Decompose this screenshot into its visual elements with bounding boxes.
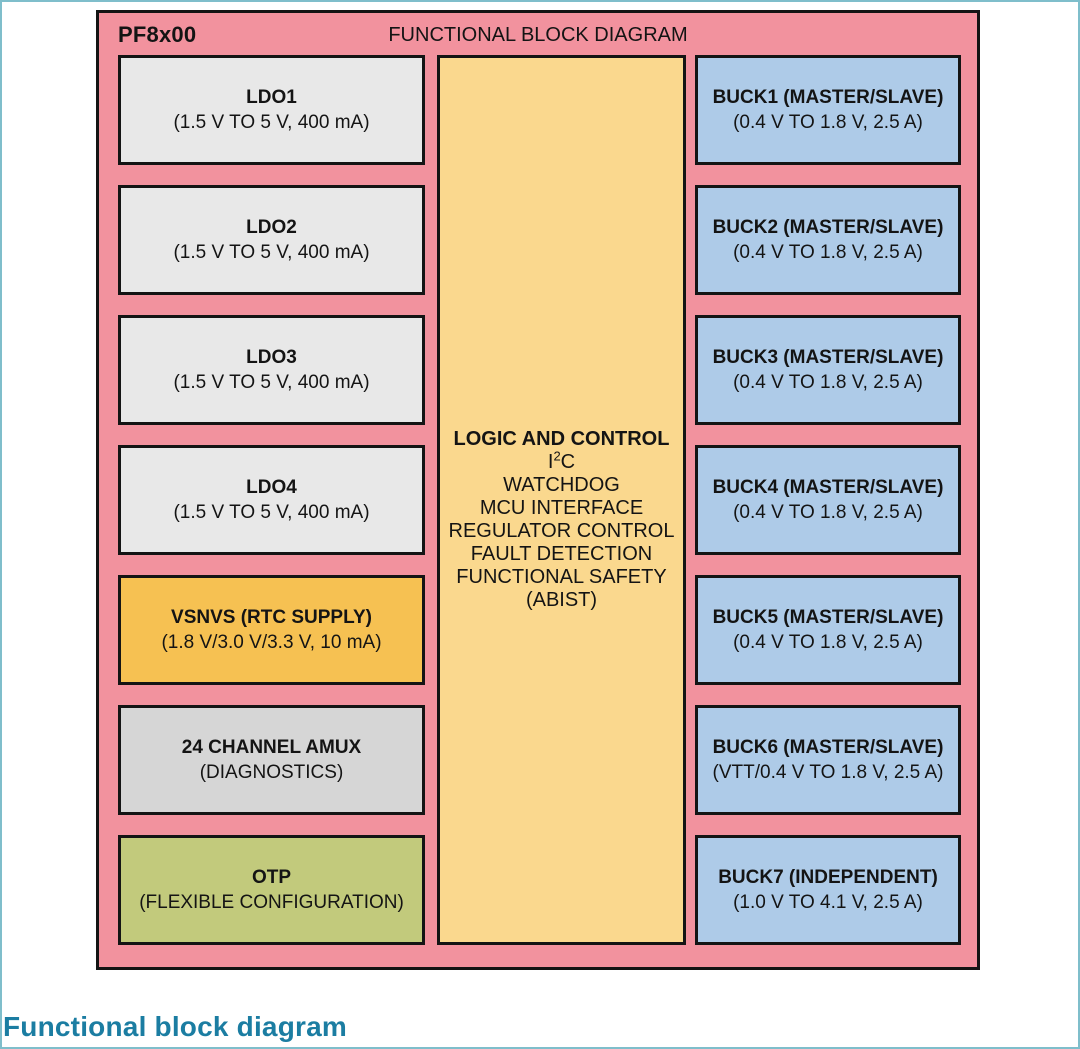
block-title: LDO4 — [246, 477, 297, 498]
i2c-superscript: 2 — [553, 448, 561, 464]
block-buck2: BUCK2 (MASTER/SLAVE) (0.4 V TO 1.8 V, 2.… — [695, 185, 961, 295]
functional-block-diagram: PF8x00 FUNCTIONAL BLOCK DIAGRAM LDO1 (1.… — [96, 10, 980, 970]
block-subtitle: (0.4 V TO 1.8 V, 2.5 A) — [733, 372, 923, 393]
block-ldo2: LDO2 (1.5 V TO 5 V, 400 mA) — [118, 185, 425, 295]
block-subtitle: (0.4 V TO 1.8 V, 2.5 A) — [733, 502, 923, 523]
block-title: VSNVS (RTC SUPPLY) — [171, 607, 372, 628]
logic-feature-line: FAULT DETECTION — [470, 543, 653, 565]
block-title: BUCK5 (MASTER/SLAVE) — [712, 607, 944, 628]
block-otp: OTP (FLEXIBLE CONFIGURATION) — [118, 835, 425, 945]
block-subtitle: (VTT/0.4 V TO 1.8 V, 2.5 A) — [712, 762, 944, 783]
block-subtitle: (DIAGNOSTICS) — [199, 762, 344, 783]
logic-and-control-text: LOGIC AND CONTROL I2C WATCHDOG MCU INTER… — [440, 428, 683, 612]
block-title: BUCK7 (INDEPENDENT) — [718, 867, 938, 888]
block-subtitle: (FLEXIBLE CONFIGURATION) — [139, 892, 404, 913]
block-buck4: BUCK4 (MASTER/SLAVE) (0.4 V TO 1.8 V, 2.… — [695, 445, 961, 555]
block-subtitle: (0.4 V TO 1.8 V, 2.5 A) — [733, 242, 923, 263]
block-title: BUCK2 (MASTER/SLAVE) — [712, 217, 944, 238]
block-subtitle: (1.0 V TO 4.1 V, 2.5 A) — [733, 892, 923, 913]
block-subtitle: (1.5 V TO 5 V, 400 mA) — [173, 112, 370, 133]
block-buck3: BUCK3 (MASTER/SLAVE) (0.4 V TO 1.8 V, 2.… — [695, 315, 961, 425]
block-subtitle: (1.5 V TO 5 V, 400 mA) — [173, 372, 370, 393]
block-title: BUCK1 (MASTER/SLAVE) — [712, 87, 944, 108]
block-subtitle: (1.5 V TO 5 V, 400 mA) — [173, 242, 370, 263]
i2c-line: I2C — [440, 448, 683, 474]
block-title: LDO1 — [246, 87, 297, 108]
logic-feature-line: (ABIST) — [525, 589, 598, 611]
i2c-tail: C — [560, 451, 576, 473]
block-title: BUCK6 (MASTER/SLAVE) — [712, 737, 944, 758]
logic-feature-line: FUNCTIONAL SAFETY — [456, 566, 667, 588]
block-title: 24 CHANNEL AMUX — [181, 737, 362, 758]
block-title: BUCK3 (MASTER/SLAVE) — [712, 347, 944, 368]
logic-feature-line: MCU INTERFACE — [479, 497, 644, 519]
block-title: BUCK4 (MASTER/SLAVE) — [712, 477, 944, 498]
chip-label: PF8x00 — [118, 22, 197, 47]
block-buck5: BUCK5 (MASTER/SLAVE) (0.4 V TO 1.8 V, 2.… — [695, 575, 961, 685]
block-amux: 24 CHANNEL AMUX (DIAGNOSTICS) — [118, 705, 425, 815]
block-title: LDO3 — [246, 347, 297, 368]
block-vsnvs: VSNVS (RTC SUPPLY) (1.8 V/3.0 V/3.3 V, 1… — [118, 575, 425, 685]
block-buck7: BUCK7 (INDEPENDENT) (1.0 V TO 4.1 V, 2.5… — [695, 835, 961, 945]
block-subtitle: (1.5 V TO 5 V, 400 mA) — [173, 502, 370, 523]
logic-and-control-heading: LOGIC AND CONTROL — [453, 428, 670, 450]
i2c-base: I — [547, 451, 554, 473]
regulator-column-left: LDO1 (1.5 V TO 5 V, 400 mA) LDO2 (1.5 V … — [118, 55, 425, 945]
block-ldo3: LDO3 (1.5 V TO 5 V, 400 mA) — [118, 315, 425, 425]
logic-feature-line: WATCHDOG — [503, 474, 620, 496]
logic-feature-line: REGULATOR CONTROL — [448, 520, 675, 542]
regulator-column-right: BUCK1 (MASTER/SLAVE) (0.4 V TO 1.8 V, 2.… — [695, 55, 961, 945]
block-buck1: BUCK1 (MASTER/SLAVE) (0.4 V TO 1.8 V, 2.… — [695, 55, 961, 165]
diagram-title: FUNCTIONAL BLOCK DIAGRAM — [388, 24, 688, 46]
block-subtitle: (0.4 V TO 1.8 V, 2.5 A) — [733, 632, 923, 653]
block-ldo4: LDO4 (1.5 V TO 5 V, 400 mA) — [118, 445, 425, 555]
block-subtitle: (0.4 V TO 1.8 V, 2.5 A) — [733, 112, 923, 133]
block-logic-and-control: LOGIC AND CONTROL I2C WATCHDOG MCU INTER… — [437, 55, 686, 945]
block-title: LDO2 — [246, 217, 297, 238]
block-buck6: BUCK6 (MASTER/SLAVE) (VTT/0.4 V TO 1.8 V… — [695, 705, 961, 815]
block-ldo1: LDO1 (1.5 V TO 5 V, 400 mA) — [118, 55, 425, 165]
block-subtitle: (1.8 V/3.0 V/3.3 V, 10 mA) — [161, 632, 382, 653]
block-title: OTP — [251, 867, 292, 888]
figure-caption: Functional block diagram — [3, 1011, 347, 1042]
